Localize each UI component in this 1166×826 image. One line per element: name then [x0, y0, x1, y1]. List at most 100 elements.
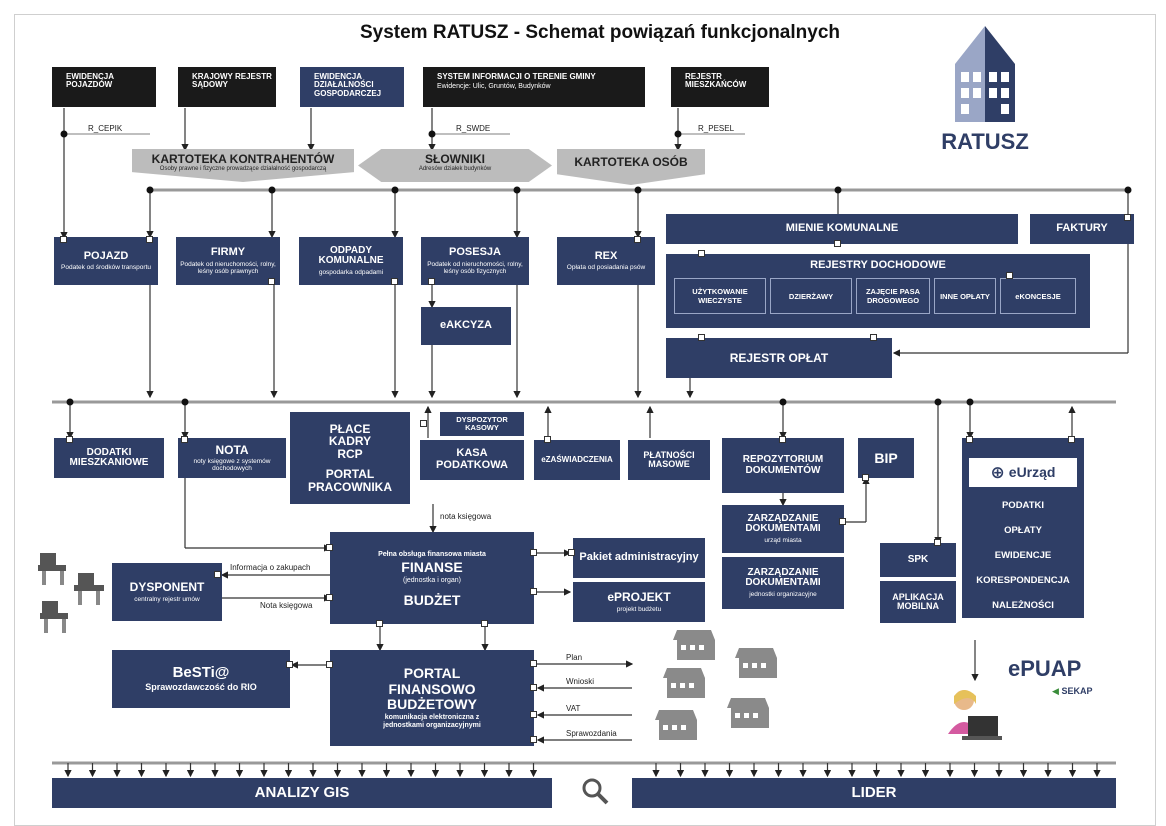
module-platnosci-masowe[interactable]: PŁATNOŚCI MASOWE [628, 440, 710, 480]
slowniki-label: SŁOWNIKI [425, 152, 485, 166]
portal-link-wnioski: Wnioski [566, 677, 595, 686]
module-place-kadry[interactable]: PŁACE KADRY RCP PORTAL PRACOWNIKA [290, 412, 410, 504]
connector-node [862, 474, 869, 481]
connector-node [60, 236, 67, 243]
source-label: REJESTR MIESZKAŃCÓW [685, 72, 747, 90]
module-besti[interactable]: BeSTi@ Sprawozdawczość do RIO [112, 650, 290, 708]
rejestr-dzierzawy[interactable]: DZIERŻAWY [770, 278, 852, 314]
module-sub: Podatek od nieruchomości, rolny, leśny o… [427, 260, 523, 275]
connector-node [428, 278, 435, 285]
workstations-icon [38, 545, 108, 635]
module-spk[interactable]: SPK [880, 543, 956, 577]
eurzad-item[interactable]: NALEŻNOŚCI [992, 599, 1054, 611]
rejestr-ekoncesje[interactable]: eKONCESJE [1000, 278, 1076, 314]
rejestr-zajecie-pasa[interactable]: ZAJĘCIE PASA DROGOWEGO [856, 278, 930, 314]
slowniki[interactable]: SŁOWNIKI Adresów działek budynków [358, 149, 552, 182]
module-title: NOTA [215, 442, 249, 457]
source-label: SYSTEM INFORMACJI O TERENIE GMINY [437, 72, 596, 81]
eurzad-item[interactable]: EWIDENCJE [994, 549, 1052, 561]
eurzad-item[interactable]: KORESPONDENCJA [976, 574, 1070, 586]
connector-node [181, 436, 188, 443]
eurzad-title: eUrząd [1008, 464, 1056, 481]
module-title: POSESJA [449, 246, 501, 259]
module-finanse-budzet[interactable]: Pełna obsługa finansowa miasta FINANSE (… [330, 532, 534, 624]
link-r-swde: R_SWDE [456, 124, 491, 133]
bottom-lider[interactable]: LIDER [632, 778, 1116, 808]
rejestry-title: REJESTRY DOCHODOWE [810, 259, 946, 271]
module-mienie-komunalne[interactable]: MIENIE KOMUNALNE [666, 214, 1018, 244]
portal-link-vat: VAT [566, 704, 581, 713]
module-dyspozytor-kasowy[interactable]: DYSPOZYTOR KASOWY [440, 412, 524, 436]
eurzad-item[interactable]: OPŁATY [1004, 524, 1042, 536]
module-sub: noty księgowe z systemów dochodowych [193, 458, 271, 473]
connector-node [870, 334, 877, 341]
bus-junction [391, 186, 399, 194]
connector-node [326, 544, 333, 551]
portal-sub: komunikacja elektroniczna z jednostkami … [383, 714, 481, 730]
sekap-logo: ◀ SEKAP [1052, 686, 1092, 697]
module-aplikacja-mobilna[interactable]: APLIKACJA MOBILNA [880, 581, 956, 623]
place-line: RCP [337, 446, 363, 461]
link-r-cepik: R_CEPIK [88, 124, 123, 133]
connector-node [1068, 436, 1075, 443]
bottom-label: ANALIZY GIS [254, 784, 350, 802]
rejestr-label: eKONCESJE [1015, 291, 1061, 301]
connector-node [1006, 272, 1013, 279]
connector-node [420, 420, 427, 427]
citizen-laptop-icon [940, 684, 1006, 750]
link-r-pesel: R_PESEL [698, 124, 735, 133]
connector-node [966, 436, 973, 443]
source-krajowy-rejestr-sadowy[interactable]: KRAJOWY REJESTR SĄDOWY [178, 67, 276, 107]
module-portal-finansowo-budzetowy[interactable]: PORTAL FINANSOWO BUDŻETOWY komunikacja e… [330, 650, 534, 746]
module-dysponent[interactable]: DYSPONENT centralny rejestr umów [112, 563, 222, 621]
source-rejestr-mieszkancow[interactable]: REJESTR MIESZKAŃCÓW [671, 67, 769, 107]
module-dodatki[interactable]: DODATKI MIESZKANIOWE [54, 438, 164, 478]
kartoteka-label: KARTOTEKA OSÓB [574, 155, 688, 169]
source-ewidencja-pojazdow[interactable]: EWIDENCJA POJAZDÓW [52, 67, 156, 107]
module-title: SPK [907, 553, 929, 565]
module-pakiet-administracyjny[interactable]: Pakiet administracyjny [573, 538, 705, 578]
module-eurzad[interactable]: ⊕eUrząd PODATKI OPŁATY EWIDENCJE KORESPO… [962, 438, 1084, 618]
module-sub: Podatek od nieruchomości, rolny, leśny o… [180, 260, 276, 275]
module-title: Pakiet administracyjny [579, 551, 699, 564]
module-eakcyza[interactable]: eAKCYZA [421, 307, 511, 345]
module-rejestr-oplat[interactable]: REJESTR OPŁAT [666, 338, 892, 378]
rejestr-inne-oplaty[interactable]: INNE OPŁATY [934, 278, 996, 314]
connector-node [146, 236, 153, 243]
connector-node [530, 736, 537, 743]
bus-junction [428, 130, 436, 138]
module-title: eZAŚWIADCZENIA [541, 454, 613, 464]
module-repozytorium[interactable]: REPOZYTORIUM DOKUMENTÓW [722, 438, 844, 493]
place-line: PRACOWNIKA [308, 479, 392, 494]
connector-node [698, 250, 705, 257]
module-kasa-podatkowa[interactable]: KASA PODATKOWA [420, 440, 524, 480]
search-icon[interactable] [572, 768, 618, 814]
finanse-sub: (jednostka i organ) [403, 577, 461, 584]
besti-title: BeSTi@ [172, 664, 230, 682]
connector-node [326, 594, 333, 601]
source-ewidencja-dzialalnosci[interactable]: EWIDENCJA DZIAŁALNOŚCI GOSPODARCZEJ [300, 67, 404, 107]
connector-node [530, 684, 537, 691]
eurzad-item[interactable]: PODATKI [1001, 499, 1045, 511]
rejestr-label: DZIERŻAWY [788, 291, 834, 301]
rejestr-uzytkowanie[interactable]: UŻYTKOWANIE WIECZYSTE [674, 278, 766, 314]
bottom-analizy-gis[interactable]: ANALIZY GIS [52, 778, 552, 808]
module-title: REX [594, 249, 618, 262]
module-ezaswiadczenia[interactable]: eZAŚWIADCZENIA [534, 440, 620, 480]
module-sub: Podatek od środków transportu [61, 264, 151, 272]
module-bip[interactable]: BIP [858, 438, 914, 478]
slowniki-sub: Adresów działek budynków [418, 166, 492, 172]
module-faktury[interactable]: FAKTURY [1030, 214, 1134, 244]
connector-node [779, 436, 786, 443]
connector-node [66, 436, 73, 443]
